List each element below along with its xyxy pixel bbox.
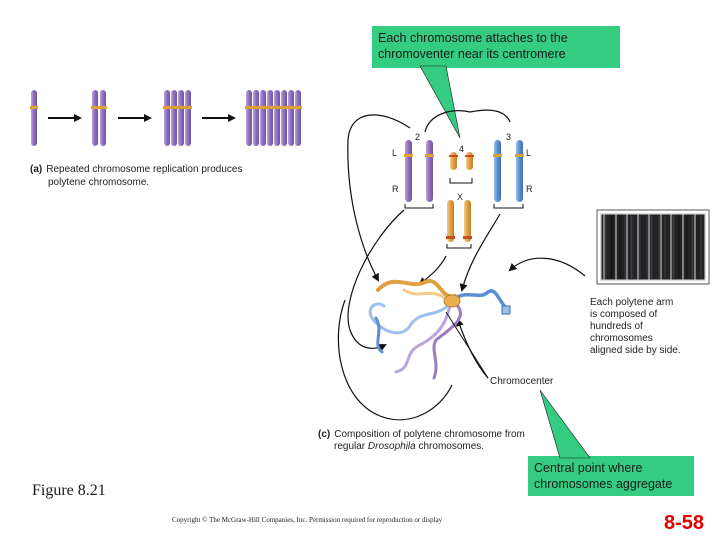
svg-text:(a)Repeated chromosome replica: (a)Repeated chromosome replication produ…	[30, 164, 242, 175]
two-chromatids	[91, 90, 107, 146]
polytene-band	[641, 214, 644, 280]
svg-text:polytene chromosome.: polytene chromosome.	[48, 177, 149, 188]
svg-text:is composed of: is composed of	[590, 309, 657, 320]
label-chrx: X	[457, 192, 463, 202]
polytene-band	[604, 214, 608, 280]
polytene-band	[627, 214, 630, 280]
polytene-band	[623, 214, 627, 280]
label-chr3: 3	[506, 132, 511, 142]
polytene-band	[671, 214, 676, 280]
slide-number: 8-58	[664, 512, 705, 534]
svg-text:chromosomes: chromosomes	[590, 333, 653, 344]
polytene-band	[680, 214, 683, 280]
polytene-band	[655, 214, 658, 280]
polytene-band-image	[596, 209, 710, 285]
panel-a-caption: (a)Repeated chromosome replication produ…	[30, 164, 242, 188]
chromosome-3-pair	[493, 140, 524, 202]
polytene-band	[663, 214, 667, 280]
top-callout: Each chromosome attaches to the chromove…	[372, 26, 620, 68]
bottom-callout-line1: Central point where	[534, 461, 643, 475]
polytene-band	[675, 214, 678, 280]
polytene-band	[645, 214, 649, 280]
polytene-band	[702, 214, 705, 280]
svg-text:Each polytene arm: Each polytene arm	[590, 297, 673, 308]
polytene-band	[638, 214, 642, 280]
eight-chromatids	[245, 90, 302, 146]
polytene-band	[609, 214, 614, 280]
top-callout-line2: chromoventer near its centromere	[378, 47, 566, 61]
polytene-band	[688, 214, 691, 280]
chromocenter-label: Chromocenter	[490, 376, 554, 387]
bottom-callout-pointer	[539, 389, 591, 459]
polytene-band	[661, 214, 664, 280]
polytene-band	[695, 214, 698, 280]
four-chromatids	[163, 90, 192, 146]
label-chr4: 4	[459, 144, 464, 154]
panel-c-caption: (c)Composition of polytene chromosome fr…	[318, 429, 525, 452]
figure-label: Figure 8.21	[32, 482, 106, 499]
single-chromatid	[30, 90, 38, 146]
arm-note: Each polytene arm is composed of hundred…	[590, 297, 681, 356]
label-r-right: R	[526, 184, 533, 194]
svg-text:hundreds of: hundreds of	[590, 321, 643, 332]
chromosome-x-pair	[446, 200, 472, 242]
chromosome-4-pair	[449, 152, 474, 170]
top-callout-line1: Each chromosome attaches to the	[378, 31, 568, 45]
polytene-band	[601, 214, 604, 280]
bottom-callout: Central point where chromosomes aggregat…	[528, 456, 694, 496]
label-r-left: R	[392, 184, 399, 194]
polytene-band	[666, 214, 669, 280]
polytene-band	[607, 214, 610, 280]
polytene-band	[621, 214, 624, 280]
polytene-band	[616, 214, 619, 280]
polytene-band	[629, 214, 634, 280]
polytene-band	[690, 214, 695, 280]
chromocenter-tangle	[368, 279, 511, 380]
label-chr2: 2	[415, 132, 420, 142]
polytene-band	[657, 214, 661, 280]
svg-text:aligned side by side.: aligned side by side.	[590, 345, 681, 356]
chromosome-2-pair	[404, 140, 434, 202]
polytene-band	[613, 214, 616, 280]
top-callout-pointer	[419, 65, 461, 139]
panel-a-chromosomes	[30, 90, 302, 146]
polytene-band	[635, 214, 638, 280]
polytene-band	[618, 214, 622, 280]
bottom-callout-line2: chromosomes aggregate	[534, 477, 673, 491]
copyright-notice: Copyright © The McGraw-Hill Companies, I…	[172, 516, 443, 524]
polytene-band	[697, 214, 700, 280]
polytene-band	[653, 214, 656, 280]
polytene-band	[668, 214, 671, 280]
polytene-band	[685, 214, 689, 280]
polytene-band	[633, 214, 636, 280]
label-l-left: L	[392, 148, 397, 158]
svg-text:(c)Composition of polytene chr: (c)Composition of polytene chromosome fr…	[318, 429, 525, 440]
polytene-band	[643, 214, 646, 280]
polytene-band	[677, 214, 681, 280]
polytene-band	[683, 214, 686, 280]
label-l-right: L	[526, 148, 531, 158]
polytene-band	[649, 214, 654, 280]
svg-text:regular Drosophila chromosomes: regular Drosophila chromosomes.	[334, 441, 484, 452]
polytene-band	[699, 214, 703, 280]
